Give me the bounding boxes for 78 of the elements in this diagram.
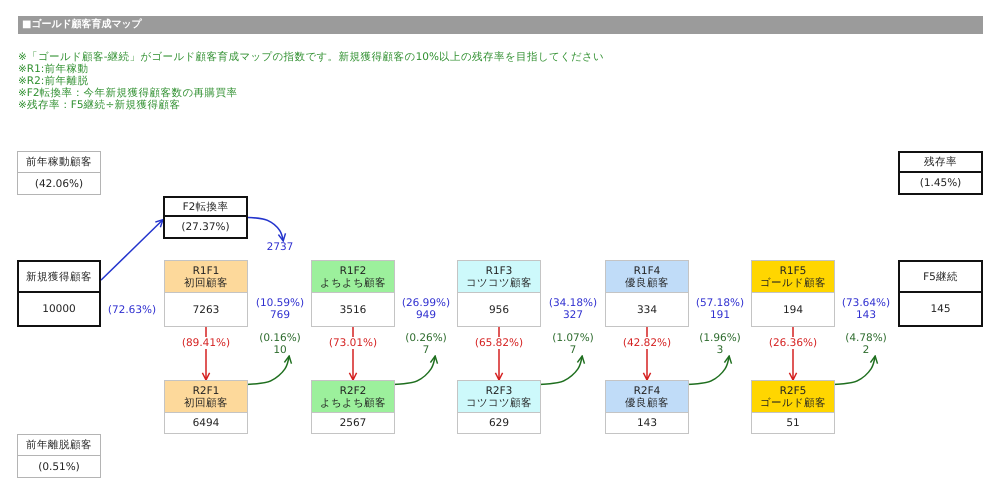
segment-box	[605, 380, 689, 434]
metric-label: F2転換率	[182, 200, 228, 212]
metric-value: (0.51%)	[38, 460, 80, 472]
segment-box	[164, 380, 248, 434]
segment-header: R1F3 コツコツ顧客	[458, 261, 540, 293]
section-title: ■ゴールド顧客育成マップ	[22, 18, 142, 32]
metric-value: (42.06%)	[34, 178, 84, 190]
metric-label: 新規獲得顧客	[26, 270, 92, 282]
customer-count: 3516	[340, 304, 366, 316]
flow-count-label: 2737	[266, 241, 294, 253]
arrow	[834, 355, 878, 386]
conversion-rate-label: (73.64%) 143	[842, 297, 890, 321]
edge-label: (26.36%)	[766, 336, 820, 349]
segment-header: R1F4 優良顧客	[606, 261, 688, 293]
segment-box	[605, 260, 689, 327]
segment-box	[457, 380, 541, 434]
metric-value: (1.45%)	[920, 177, 962, 189]
customer-count: 194	[782, 304, 804, 316]
arrow	[100, 218, 164, 281]
segment-header: R1F5 ゴールド顧客	[752, 261, 834, 293]
edge-label: (42.82%)	[620, 336, 674, 349]
segment-header: R1F1 初回顧客	[165, 261, 247, 293]
segment-header: R2F1 初回顧客	[165, 381, 247, 413]
conversion-rate-label: (72.63%)	[108, 304, 156, 316]
metric-box	[898, 260, 983, 327]
flow-count-label: (0.16%) 10	[259, 332, 301, 356]
arrow	[394, 355, 438, 386]
customer-count: 629	[488, 417, 510, 429]
arrow	[248, 216, 286, 242]
metric-box	[17, 151, 101, 195]
flow-count-label: (0.26%) 7	[405, 332, 447, 356]
metric-label: 残存率	[924, 156, 957, 168]
note-text: ※R2:前年離脱	[18, 75, 88, 87]
flow-count-label: (1.07%) 7	[552, 332, 594, 356]
customer-count: 2567	[340, 417, 366, 429]
conversion-rate-label: (34.18%) 327	[548, 297, 598, 321]
segment-header: R2F4 優良顧客	[606, 381, 688, 413]
flow-count-label: (1.96%) 3	[699, 332, 741, 356]
segment-box	[311, 260, 395, 327]
segment-box	[751, 380, 835, 434]
metric-label: 前年稼動顧客	[26, 156, 92, 168]
segment-header: R1F2 よちよち顧客	[312, 261, 394, 293]
note-text: ※「ゴールド顧客-継続」がゴールド顧客育成マップの指数です。新規獲得顧客の10%以上の残存率を目指してください	[18, 51, 604, 63]
arrow	[540, 355, 586, 386]
customer-count: 956	[488, 304, 510, 316]
metric-label: 前年離脱顧客	[26, 439, 92, 451]
edge-label: (89.41%)	[180, 336, 232, 349]
customer-count: 334	[636, 304, 658, 316]
note-text: ※R1:前年稼動	[18, 63, 88, 75]
metric-box	[163, 196, 248, 239]
note-text: ※残存率：F5継続÷新規獲得顧客	[18, 99, 180, 111]
conversion-rate-label: (57.18%) 191	[696, 297, 744, 321]
segment-header: R2F5 ゴールド顧客	[752, 381, 834, 413]
metric-value: 10000	[42, 303, 76, 315]
metric-box	[17, 260, 101, 327]
segment-header: R2F3 コツコツ顧客	[458, 381, 540, 413]
metric-label: F5継続	[923, 270, 958, 282]
metric-value: (27.37%)	[181, 221, 230, 233]
conversion-rate-label: (26.99%) 949	[402, 297, 450, 321]
edge-label: (65.82%)	[472, 336, 526, 349]
conversion-rate-label: (10.59%) 769	[256, 297, 304, 321]
arrow	[248, 355, 292, 386]
metric-box	[17, 434, 101, 478]
segment-box	[457, 260, 541, 327]
customer-count: 51	[786, 417, 800, 429]
metric-value: 145	[930, 303, 951, 315]
customer-count: 7263	[192, 304, 220, 316]
segment-box	[751, 260, 835, 327]
segment-box	[164, 260, 248, 327]
arrow	[688, 355, 732, 386]
flow-count-label: (4.78%) 2	[845, 332, 887, 356]
metric-box	[898, 151, 983, 195]
segment-box	[311, 380, 395, 434]
edge-label: (73.01%)	[326, 336, 380, 349]
customer-count: 143	[636, 417, 658, 429]
note-text: ※F2転換率：今年新規獲得顧客数の再購買率	[18, 87, 238, 99]
customer-count: 6494	[192, 417, 220, 429]
segment-header: R2F2 よちよち顧客	[312, 381, 394, 413]
